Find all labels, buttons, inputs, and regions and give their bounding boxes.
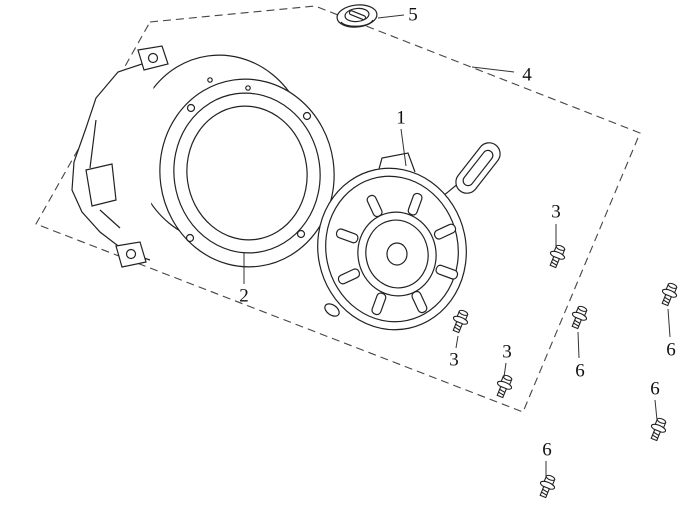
callout-label-bolt3-b: 3: [449, 349, 459, 371]
bolt-6-drawing: [657, 280, 681, 308]
bolt-6-drawing: [567, 303, 591, 331]
callout-label-bolt6-b: 6: [666, 339, 676, 361]
callout-label-fan-cover: 2: [239, 285, 249, 307]
bolt-3-drawing: [492, 372, 516, 400]
recoil-starter-drawing: [317, 142, 501, 331]
callout-label-boundary: 4: [522, 64, 532, 86]
vent-slots: [335, 192, 459, 316]
bolt-6-drawing: [646, 415, 670, 443]
bolt-3-drawing: [448, 307, 472, 335]
starter-cap-drawing: [336, 4, 378, 28]
callout-label-bolt3-c: 3: [502, 341, 512, 363]
callout-label-bolt6-d: 6: [542, 439, 552, 461]
bolt-6-drawing: [535, 472, 559, 500]
assembly-boundary-outline: [35, 5, 641, 413]
starter-handle: [455, 142, 501, 194]
callout-label-cap: 5: [408, 4, 418, 26]
callout-label-starter: 1: [396, 107, 406, 129]
callout-label-bolt6-c: 6: [650, 378, 660, 400]
fan-cover-drawing: [71, 45, 335, 268]
callout-label-bolt6-a: 6: [575, 360, 585, 382]
leader-lines: [243, 14, 671, 477]
callout-label-bolt3-a: 3: [551, 201, 561, 223]
bolt-3-drawing: [545, 242, 569, 270]
